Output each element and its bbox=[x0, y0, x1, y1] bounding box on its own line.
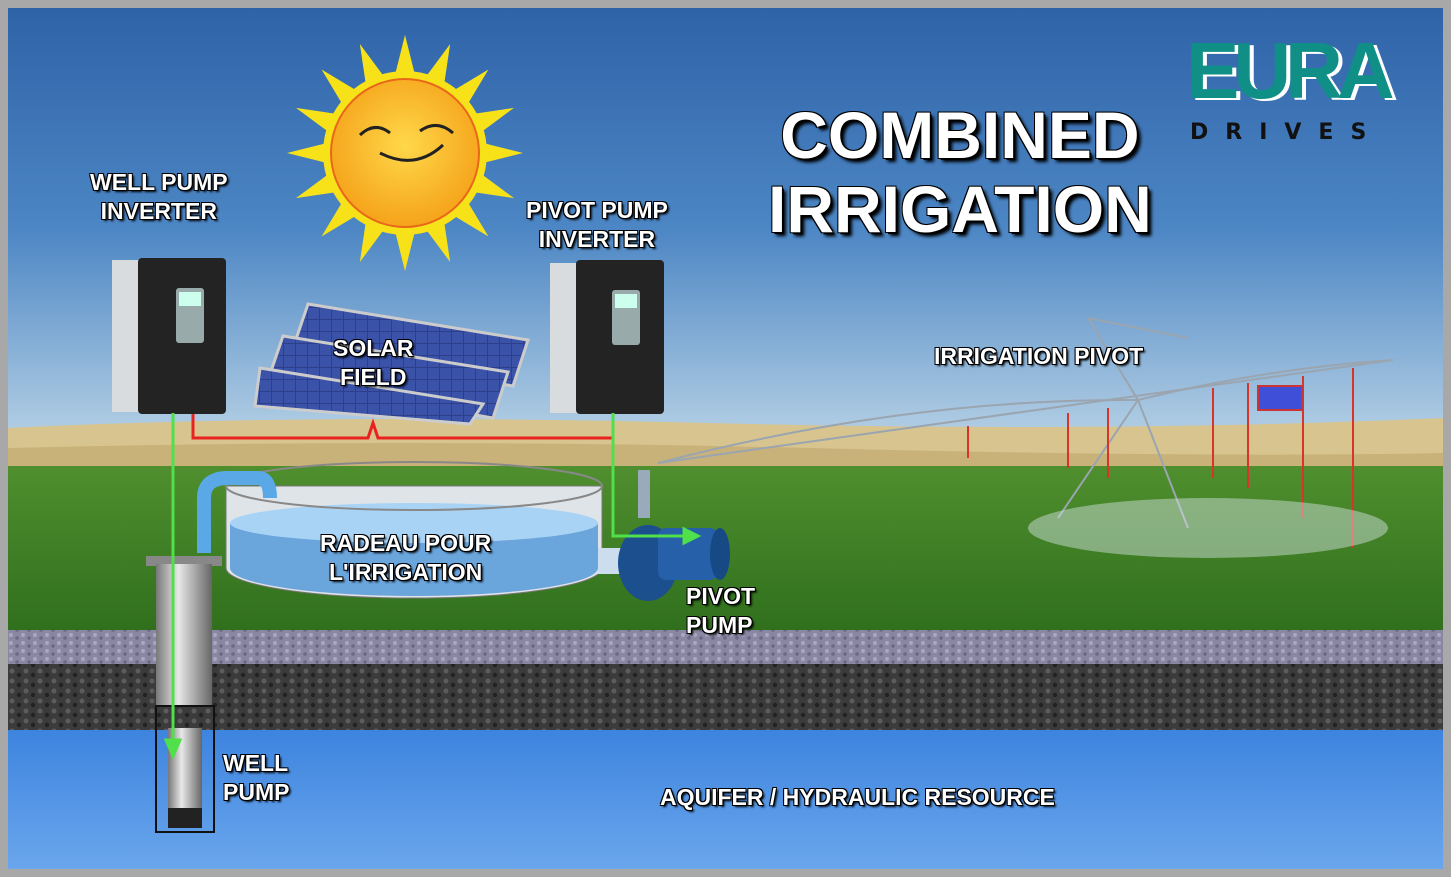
irrigation-diagram: EURA DRIVES COMBINED IRRIGATION WELL PUM… bbox=[8, 8, 1443, 869]
irrigation-pivot bbox=[657, 317, 1394, 548]
well bbox=[146, 556, 222, 833]
irrigation-tank bbox=[197, 461, 603, 599]
title-line-2: IRRIGATION bbox=[768, 172, 1152, 246]
logo-sub: DRIVES bbox=[1190, 120, 1384, 145]
scene-illustration bbox=[8, 8, 1443, 869]
title-line-1: COMBINED bbox=[780, 98, 1140, 172]
pivot-pump bbox=[598, 470, 730, 601]
logo-brand: EURA bbox=[1186, 26, 1395, 115]
pivot-pump-inverter bbox=[550, 260, 664, 414]
well-pump-inverter bbox=[112, 258, 226, 414]
water-flow bbox=[163, 413, 702, 760]
sun-icon bbox=[287, 35, 523, 271]
solar-panels bbox=[253, 302, 530, 426]
aquifer-label: AQUIFER / HYDRAULIC RESOURCE bbox=[660, 784, 1055, 810]
eura-drives-logo: EURA DRIVES bbox=[1186, 26, 1422, 152]
irrigation-pivot-label: IRRIGATION PIVOT bbox=[934, 343, 1144, 369]
page-title: COMBINED IRRIGATION bbox=[768, 98, 1152, 246]
